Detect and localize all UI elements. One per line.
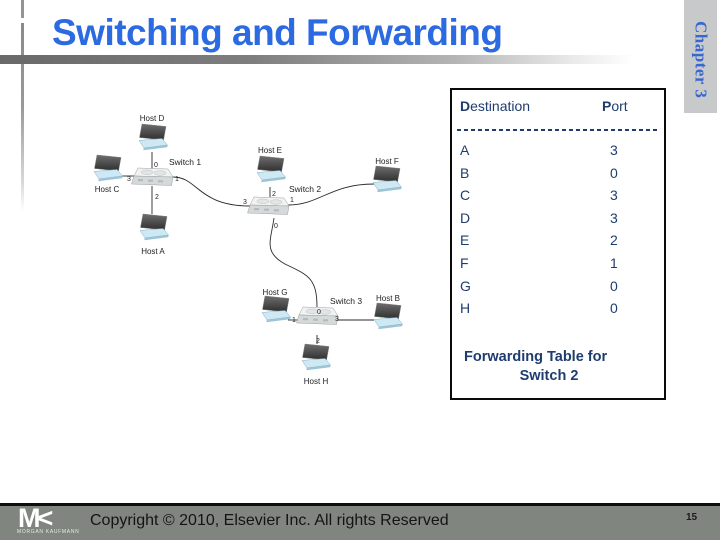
caption-line-1: Forwarding Table for — [464, 349, 608, 365]
switch2-port-0: 0 — [274, 223, 278, 230]
table-row: A 3 — [460, 140, 656, 163]
switch1-port-2: 2 — [155, 194, 159, 201]
footer-top-rule — [0, 503, 720, 506]
forwarding-table-divider — [457, 129, 657, 131]
host-h-icon — [301, 343, 331, 371]
switch-2-label: Switch 2 — [289, 184, 321, 194]
switch1-port-3: 3 — [127, 176, 131, 183]
chapter-tab: Chapter 3 — [684, 0, 717, 113]
port-cell: 3 — [610, 187, 618, 204]
switch-1-label: Switch 1 — [169, 157, 201, 167]
host-g-icon — [261, 295, 291, 323]
switch-3-label: Switch 3 — [330, 296, 362, 306]
caption-line-2: Switch 2 — [519, 368, 579, 384]
forwarding-table-caption: Forwarding Table for Switch 2 — [464, 348, 634, 386]
switch2-port-1: 1 — [290, 197, 294, 204]
title-underline-bar — [0, 55, 634, 64]
forwarding-table-rows: A 3 B 0 C 3 D 3 E 2 F 1 G 0 H 0 — [460, 140, 656, 321]
table-row: H 0 — [460, 298, 656, 321]
left-accent-line-top — [21, 0, 24, 18]
host-h-label: Host H — [304, 377, 329, 386]
table-row: D 3 — [460, 208, 656, 231]
switch3-port-0: 0 — [317, 309, 321, 316]
host-g-label: Host G — [263, 288, 288, 297]
forwarding-table-header-port: Port — [602, 98, 628, 114]
host-d-icon — [138, 123, 168, 151]
left-accent-line — [21, 23, 24, 211]
host-e-label: Host E — [258, 146, 282, 155]
host-c-icon — [93, 154, 123, 182]
morgan-kaufmann-logo-icon: M< — [18, 503, 53, 533]
port-cell: 2 — [610, 232, 618, 249]
link-switch2-switch3 — [269, 217, 318, 308]
destination-cell: C — [460, 187, 471, 204]
switch2-port-3: 3 — [243, 199, 247, 206]
host-a-label: Host A — [141, 247, 165, 256]
host-d-label: Host D — [140, 114, 165, 123]
destination-cell: F — [460, 254, 469, 271]
link-switch1-switch2 — [172, 176, 251, 207]
host-a-icon — [139, 213, 169, 241]
table-row: B 0 — [460, 163, 656, 186]
destination-cell: H — [460, 300, 471, 317]
destination-cell: A — [460, 142, 470, 158]
table-row: F 1 — [460, 253, 656, 276]
host-e-icon — [256, 155, 286, 183]
switch-2-icon — [247, 196, 290, 215]
table-row: C 3 — [460, 185, 656, 208]
switch1-port-1: 1 — [175, 176, 179, 183]
chapter-tab-label: Chapter 3 — [691, 21, 711, 99]
forwarding-table-header-destination: Destination — [460, 98, 531, 114]
copyright-text: Copyright © 2010, Elsevier Inc. All righ… — [90, 512, 449, 529]
forwarding-table-box: Destination Port A 3 B 0 C 3 D 3 E 2 F 1… — [450, 88, 666, 400]
switch3-port-3: 3 — [335, 316, 339, 323]
switch3-port-1: 1 — [292, 317, 296, 324]
port-cell: 3 — [610, 209, 618, 226]
host-b-label: Host B — [376, 294, 400, 303]
destination-cell: E — [460, 232, 470, 249]
host-b-icon — [373, 302, 403, 330]
host-f-icon — [372, 165, 402, 193]
link-switch2-hostf — [287, 183, 375, 206]
network-links — [122, 152, 375, 344]
destination-cell: B — [460, 164, 470, 181]
destination-cell: G — [460, 277, 471, 294]
footer-bar — [0, 506, 720, 540]
network-diagram: Host D Host C Host A Host E Host F Host … — [93, 114, 403, 386]
destination-cell: D — [460, 209, 471, 226]
port-cell: 0 — [610, 277, 618, 294]
switch1-port-0: 0 — [154, 162, 158, 169]
port-cell: 3 — [610, 142, 618, 158]
port-cell: 0 — [610, 164, 618, 181]
table-row: E 2 — [460, 230, 656, 253]
morgan-kaufmann-logo-text: MORGAN KAUFMANN — [17, 529, 80, 535]
page-title: Switching and Forwarding — [52, 12, 503, 53]
host-c-label: Host C — [95, 185, 120, 194]
port-cell: 0 — [610, 300, 618, 317]
switch2-port-2: 2 — [272, 191, 276, 198]
page-number: 15 — [686, 512, 698, 523]
host-f-label: Host F — [375, 157, 399, 166]
switch3-port-2: 2 — [316, 338, 320, 345]
table-row: G 0 — [460, 276, 656, 299]
port-cell: 1 — [610, 254, 618, 271]
switch-1-icon — [131, 167, 174, 186]
